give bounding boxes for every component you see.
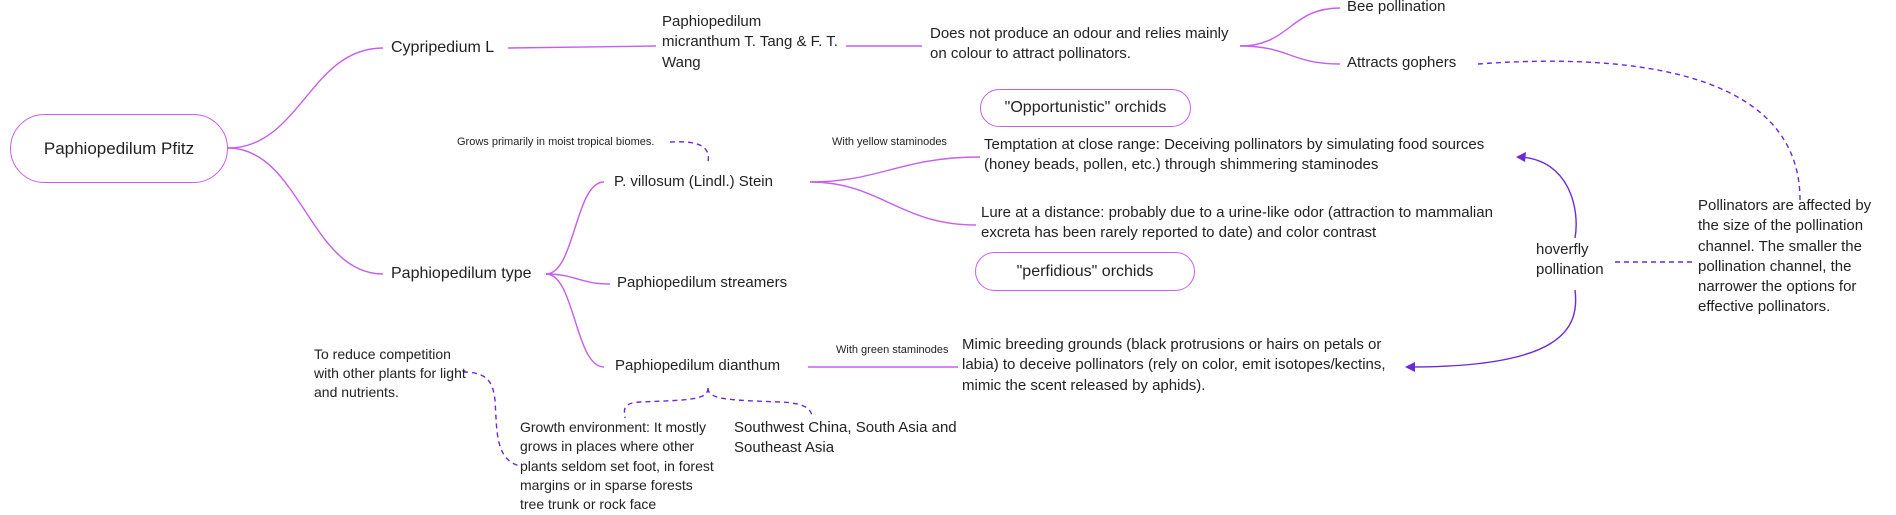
- note-growth-environment[interactable]: Growth environment: It mostly grows in p…: [520, 419, 714, 513]
- link-competition-growth: [462, 371, 521, 467]
- node-lure[interactable]: Lure at a distance: probably due to a ur…: [981, 204, 1493, 242]
- opportunistic-orchids-tag[interactable]: "Opportunistic" orchids: [980, 89, 1191, 127]
- link-type-streamers: [545, 273, 611, 285]
- link-type-dianthum: [545, 273, 605, 368]
- link-root-cypripedium: [227, 47, 384, 149]
- note-reduce-competition[interactable]: To reduce competition with other plants …: [314, 346, 466, 400]
- link-tropical-villosum: [669, 141, 710, 163]
- node-odour[interactable]: Does not produce an odour and relies mai…: [930, 25, 1229, 63]
- link-hoverfly-temptation: [1519, 156, 1577, 239]
- link-odour-bee: [1239, 7, 1341, 47]
- note-tropical-biomes: Grows primarily in moist tropical biomes…: [457, 136, 655, 148]
- perfidious-orchids-label: "perfidious" orchids: [1016, 262, 1154, 280]
- link-cypripedium-micranthum: [507, 45, 657, 49]
- node-dianthum[interactable]: Paphiopedilum dianthum: [615, 357, 781, 374]
- node-hoverfly-pollination[interactable]: hoverfly pollination: [1536, 241, 1604, 279]
- opportunistic-orchids-label: "Opportunistic" orchids: [1004, 99, 1167, 116]
- node-temptation[interactable]: Temptation at close range: Deceiving pol…: [984, 136, 1485, 174]
- link-hoverfly-mimic: [1409, 289, 1577, 368]
- link-type-villosum: [545, 181, 605, 275]
- link-gophers-note: [1477, 60, 1801, 201]
- node-attracts-gophers[interactable]: Attracts gophers: [1347, 54, 1457, 71]
- node-cypripedium[interactable]: Cypripedium L: [391, 39, 495, 56]
- root-label: Paphiopedilum Pfitz: [43, 138, 195, 158]
- arrow-temptation: [1516, 152, 1526, 162]
- arrow-mimic: [1405, 362, 1415, 372]
- node-pollinators-note[interactable]: Pollinators are affected by the size of …: [1698, 197, 1872, 316]
- node-mimic[interactable]: Mimic breeding grounds (black protrusion…: [962, 336, 1386, 394]
- node-bee-pollination[interactable]: Bee pollination: [1347, 0, 1446, 15]
- note-green-staminodes: With green staminodes: [836, 344, 949, 356]
- link-villosum-temptation: [809, 156, 981, 183]
- link-odour-gophers: [1239, 45, 1341, 65]
- note-region[interactable]: Southwest China, South Asia and Southeas…: [734, 419, 957, 457]
- node-streamers[interactable]: Paphiopedilum streamers: [617, 274, 788, 291]
- node-paphiopedilum-type[interactable]: Paphiopedilum type: [391, 265, 532, 282]
- node-villosum[interactable]: P. villosum (Lindl.) Stein: [614, 173, 773, 190]
- perfidious-orchids-tag[interactable]: "perfidious" orchids: [975, 252, 1195, 291]
- root-node[interactable]: Paphiopedilum Pfitz: [10, 114, 228, 183]
- link-root-type: [227, 147, 384, 275]
- node-micranthum[interactable]: Paphiopedilum micranthum T. Tang & F. T.…: [662, 13, 838, 71]
- note-yellow-staminodes: With yellow staminodes: [832, 136, 947, 148]
- link-villosum-lure: [809, 181, 977, 226]
- link-dianthum-region: [623, 387, 813, 419]
